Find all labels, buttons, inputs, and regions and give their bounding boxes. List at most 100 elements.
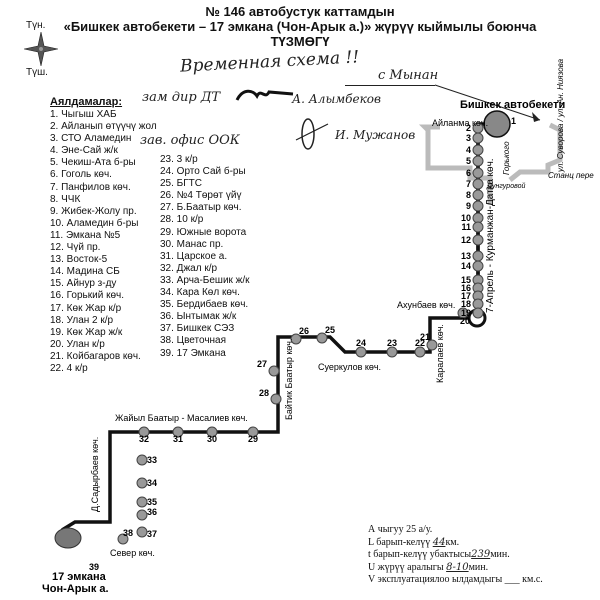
stop-list-item: 4. Эне-Сай ж/к [50,145,118,157]
stop-list-item: 10. Аламедин б-ры [50,217,139,229]
stop-marker [472,221,484,233]
stop-list-item: 2. Айланып өтүүчү жол [50,121,157,133]
compass-north-label: Түн. [26,20,46,31]
stop-list-item: 31. Царское а. [160,250,228,262]
stop-number-label: 2 [466,123,471,133]
stop-marker [136,526,148,538]
stop-number-label: 38 [123,528,133,538]
stop-list-item: 13. Восток-5 [50,254,108,266]
signature-2-title: зав. офис ООК [140,133,240,148]
street-baytik: Байтик Баатыр көч. [284,339,294,420]
temporary-route-line [418,124,493,205]
stop-list-item: 28. 10 к/р [160,214,204,226]
route-info: А чыгуу 25 а/у. L барып-келүү 44км. t ба… [368,524,543,587]
info-speed: V эксплуатациялоо ылдамдыгы ___ км.с. [368,574,543,585]
stop-marker [136,454,148,466]
handwritten-street-suvorova: ул. Суворова / ул. Ан. Ниязова [556,58,565,173]
stop-number-label: 10 [461,213,471,223]
stop-number-label: 37 [147,529,157,539]
stop-list-item: 32. Джал к/р [160,262,218,274]
street-main-vertical: 7-Апрель - Курманжан-Датка көч. [485,158,496,313]
signature-1-icon [235,89,294,101]
signature-1-name: А. Алымбеков [292,92,381,106]
stop-marker [136,477,148,489]
handwritten-from-note: с Мынан [378,68,439,83]
street-aylanma: Айланма көч. [432,118,488,128]
stop-number-label: 18 [461,299,471,309]
stop-list-item: 23. 3 к/р [160,154,198,165]
stop-marker [472,155,484,167]
stop-list-item: 7. Панфилов көч. [50,181,131,193]
stop-number-label: 33 [147,455,157,465]
handwritten-street-gorkogo: Горького [502,141,511,175]
stop-list-item: 35. Бердибаев көч. [160,299,249,311]
stop-marker [117,533,129,545]
stop-marker [136,509,148,521]
stop-list-item: 20. Улан к/р [50,338,105,350]
street-karalaev: Каралаев көч. [435,324,445,383]
stop-list-item: 16. Горький көч. [50,290,125,302]
stop-list-item: 8. ЧЧК [50,193,81,205]
info-buses: А чыгуу 25 а/у. [368,524,433,535]
stop-marker [355,346,367,358]
stop-number-label: 8 [466,190,471,200]
stop-marker [472,250,484,262]
page-title-line1: № 146 автобустук каттамдын [205,4,395,19]
from-arrow-line [434,84,541,121]
from-note-underline [345,85,435,86]
stop-number-label: 3 [466,133,471,143]
stop-number-label: 7 [466,179,471,189]
stop-list-item: 21. Койбагаров көч. [50,350,141,362]
stop-number-label: 24 [356,338,366,348]
info-interval: U жүрүү аралыгы 8-10мин. [368,561,489,573]
stop-marker [472,178,484,190]
end-terminal-marker [54,527,82,549]
main-route-line [61,122,497,532]
stop-marker [247,426,259,438]
compass-south-label: Түш. [26,67,48,78]
page-title-line2: «Бишкек автобекети – 17 эмкана (Чон-Арык… [63,19,537,34]
compass-rose-icon [24,32,58,66]
stop-marker [206,426,218,438]
stop-number-label: 36 [147,507,157,517]
start-terminal-label: Бишкек автобекети [460,99,565,111]
signature-2-name: И. Мужанов [335,128,416,142]
stop-list-item: 12. Чүй пр. [50,242,101,254]
stop-number-label: 1 [511,116,516,126]
stop-number-label: 20 [460,316,470,326]
stop-number-label: 19 [461,308,471,318]
stop-marker [426,339,438,351]
page-title-line3: ТҮЗМӨГҮ [270,34,330,49]
stops-list-title: Аялдамалар: [50,96,123,108]
stop-list-item: 11. Эмкана №5 [50,229,121,241]
stop-list-item: 30. Манас пр. [160,238,224,250]
stop-number-label: 21 [420,332,430,342]
signature-1-title: зам дир ДТ [142,90,221,105]
stop-list-item: 5. Чекиш-Ата б-ры [50,157,136,169]
stop-marker [472,144,484,156]
stop-marker [472,307,484,319]
stop-number-label: 25 [325,325,335,335]
stop-marker [138,426,150,438]
stop-number-label: 32 [139,434,149,444]
stop-marker [270,393,282,405]
stop-marker [472,200,484,212]
signature-2-icon [295,118,329,150]
end-terminal-label-2: Чон-Арык а. [42,583,109,595]
stop-marker [414,346,426,358]
stop-list-item: 34. Кара Көл көч. [160,287,240,299]
stop-marker [472,189,484,201]
info-round-trip-time: t барып-келүү убактысы239мин. [368,549,510,560]
stop-list-item: 17. Көк Жар к/р [50,302,122,314]
stop-number-label: 31 [173,434,183,444]
stop-number-label: 34 [147,478,157,488]
stop-list-item: 22. 4 к/р [50,362,88,374]
stop-marker [316,332,328,344]
stop-number-label: 14 [461,261,471,271]
stop-number-label: 16 [461,283,471,293]
street-sever: Север көч. [110,548,155,558]
stop-number-label: 9 [466,201,471,211]
